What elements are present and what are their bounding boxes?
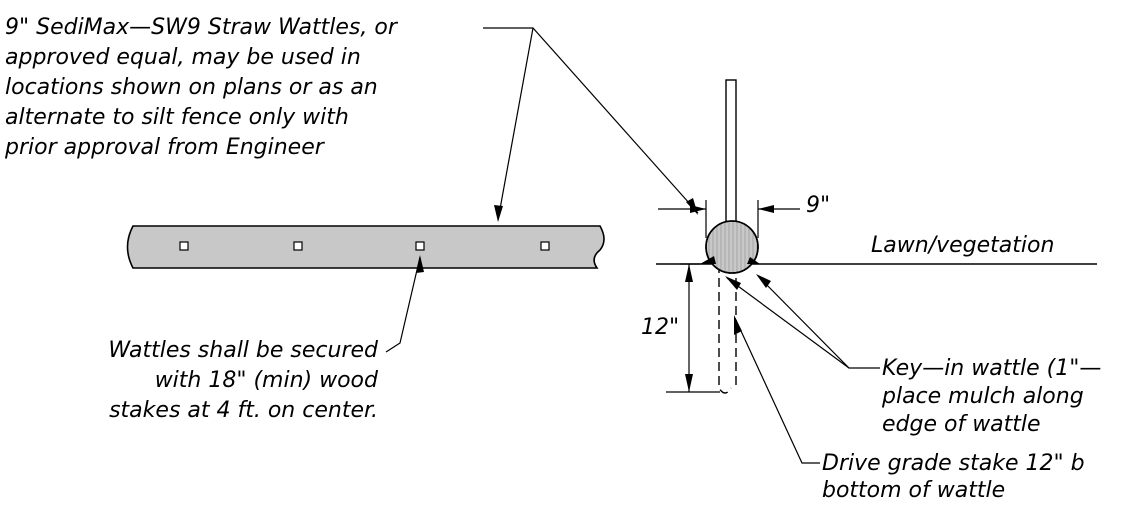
stake-note-leader	[385, 255, 424, 353]
stake-marker	[293, 241, 303, 251]
stake-note-line-2: with 18" (min) wood	[155, 368, 379, 393]
wattle-diameter-label: 9"	[806, 193, 830, 218]
stake-note-line-1: Wattles shall be secured	[108, 338, 379, 363]
stake-marker	[179, 241, 189, 251]
key-in-note-line-3: edge of wattle	[882, 412, 1041, 437]
wattle-material-note-line-5: prior approval from Engineer	[4, 135, 326, 160]
wattle-material-note: 9" SediMax—SW9 Straw Wattles, or approve…	[4, 15, 399, 160]
stake-marker	[415, 241, 425, 251]
wattle-material-note-line-3: locations shown on plans or as an	[5, 75, 378, 100]
mulch-right	[747, 257, 760, 264]
key-in-note-line-1: Key—in wattle (1"—	[882, 356, 1101, 381]
stake-note: Wattles shall be secured with 18" (min) …	[108, 338, 379, 423]
wattle-material-note-line-2: approved equal, may be used in	[5, 45, 361, 70]
wattle-plan-view	[126, 225, 605, 269]
key-in-note-line-2: place mulch along	[881, 384, 1084, 409]
drive-stake-note-line-1: Drive grade stake 12" b	[822, 451, 1085, 476]
stake-depth-dimension: 12"	[641, 263, 720, 393]
wattle-plan-shape	[126, 225, 605, 269]
stake-note-line-3: stakes at 4 ft. on center.	[109, 398, 378, 423]
wattle-material-note-line-4: alternate to silt fence only with	[5, 105, 349, 130]
key-in-leader	[725, 274, 880, 369]
wattle-material-note-line-1: 9" SediMax—SW9 Straw Wattles, or	[5, 15, 399, 40]
drive-stake-note-line-2: bottom of wattle	[822, 478, 1005, 503]
drive-stake-note: Drive grade stake 12" b bottom of wattle	[822, 451, 1085, 503]
drive-stake-leader	[734, 315, 820, 464]
mulch-left	[700, 256, 716, 264]
stake-marker	[540, 241, 550, 251]
ground-label: Lawn/vegetation	[871, 233, 1054, 258]
wattle-diameter-dimension: 9"	[658, 193, 830, 238]
key-in-note: Key—in wattle (1"— place mulch along edg…	[881, 356, 1101, 437]
trench-outline	[718, 264, 732, 394]
wattle-material-leader	[483, 27, 699, 222]
stake-depth-label: 12"	[641, 315, 679, 340]
